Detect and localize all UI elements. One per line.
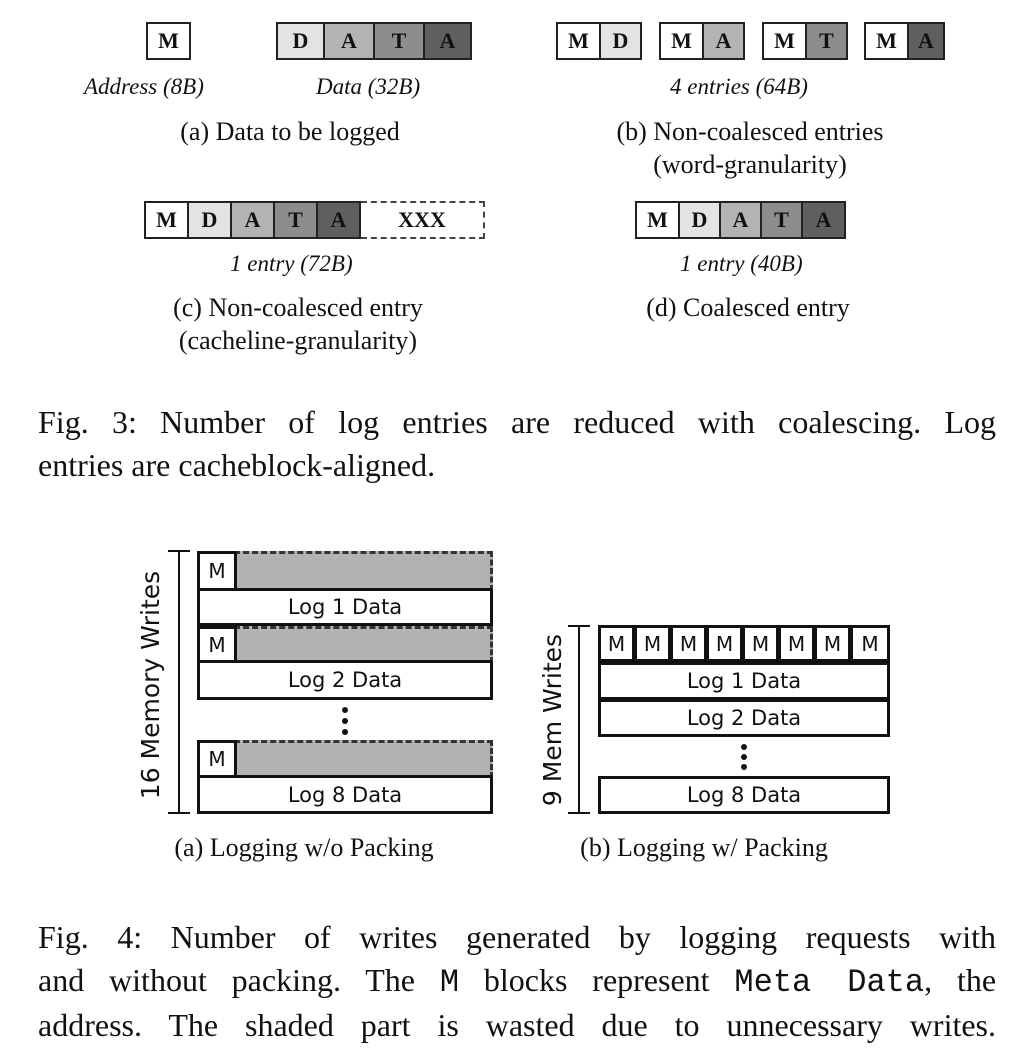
fig4b-row-log2: Log 2 Data (598, 699, 890, 737)
fig4-caption-line1: Fig. 4: Number of writes generated by lo… (38, 919, 996, 955)
fig4-caption-line3: address. The shaded part is wasted due t… (38, 1007, 996, 1043)
fig4b-ellipsis-dot (741, 764, 747, 770)
fig4-caption-text: , the (924, 962, 997, 998)
fig4a-wasted-2 (234, 626, 493, 663)
fig3d-cell-a: A (719, 201, 762, 239)
fig4b-meta-2: M (634, 625, 671, 662)
fig4a-bracket (178, 551, 180, 813)
fig3b-size-label: 4 entries (64B) (670, 74, 808, 99)
fig4-caption-text: blocks represent (459, 962, 735, 998)
fig4b-ellipsis-dot (741, 754, 747, 760)
fig4b-meta-1: M (598, 625, 635, 662)
fig3d-size-label: 1 entry (40B) (680, 251, 803, 276)
fig4a-ellipsis-dot (342, 707, 348, 713)
fig3b-entry2-meta: M (659, 22, 704, 60)
fig3c-cell-m: M (144, 201, 189, 239)
fig3c-cell-d: D (187, 201, 232, 239)
fig3c-padding-cell: XXX (361, 201, 485, 239)
fig4a-meta-2: M (197, 626, 237, 663)
fig3d-cell-a2: A (801, 201, 846, 239)
fig3d-caption: (d) Coalesced entry (646, 293, 850, 322)
fig4a-bracket-bottom (168, 812, 190, 814)
fig3c-cell-a: A (230, 201, 275, 239)
fig4a-row-log8: Log 8 Data (197, 775, 493, 814)
fig3c-cell-t: T (273, 201, 318, 239)
fig3a-data-label: Data (32B) (316, 74, 421, 99)
fig4-caption: Fig. 4: Number of writes generated by lo… (38, 916, 996, 1047)
fig4b-row-log1: Log 1 Data (598, 662, 890, 700)
fig3b-entry1-meta: M (556, 22, 601, 60)
fig3a-caption: (a) Data to be logged (180, 117, 400, 146)
fig3b-caption-line1: (b) Non-coalesced entries (616, 117, 884, 146)
fig3a-data-cell-d: D (276, 22, 325, 60)
fig4b-row-log8: Log 8 Data (598, 776, 890, 814)
fig4a-row-log2: Log 2 Data (197, 660, 493, 700)
fig4a-meta-8: M (197, 740, 237, 778)
fig4-caption-line2: and without packing. The M blocks repres… (38, 959, 996, 1004)
fig3b-entry4-data: A (907, 22, 945, 60)
fig4b-caption: (b) Logging w/ Packing (580, 833, 828, 862)
fig3b-entry3-meta: M (762, 22, 807, 60)
fig3a-data-cell-a: A (323, 22, 375, 60)
fig4b-ellipsis-dot (741, 744, 747, 750)
fig3d-cell-d: D (678, 201, 721, 239)
fig3b-entry1-data: D (599, 22, 642, 60)
fig4b-meta-4: M (706, 625, 743, 662)
fig4-caption-text: and without packing. The (38, 962, 440, 998)
fig3b-entry2-data: A (702, 22, 745, 60)
fig4a-wasted-1 (234, 551, 493, 591)
fig3a-address-cell: M (146, 22, 191, 60)
fig3c-caption-line2: (cacheline-granularity) (178, 326, 418, 355)
fig4a-ellipsis-dot (342, 718, 348, 724)
fig4a-caption: (a) Logging w/o Packing (174, 833, 434, 862)
fig4a-meta-1: M (197, 551, 237, 591)
fig3a-data-cell-a2: A (423, 22, 472, 60)
fig3a-address-label: Address (8B) (84, 74, 204, 99)
fig4a-row-log1: Log 1 Data (197, 588, 493, 626)
fig4a-axis-label: 16 Memory Writes (136, 570, 165, 800)
fig4b-meta-5: M (742, 625, 779, 662)
fig4b-meta-3: M (670, 625, 707, 662)
fig3d-cell-t: T (760, 201, 803, 239)
fig4b-bracket-bottom (568, 812, 590, 814)
fig3c-size-label: 1 entry (72B) (230, 251, 353, 276)
fig3-caption: Fig. 3: Number of log entries are reduce… (38, 401, 996, 487)
fig3d-cell-m: M (635, 201, 680, 239)
fig4b-axis-label: 9 Mem Writes (538, 633, 567, 807)
fig3c-cell-a2: A (316, 201, 361, 239)
fig4a-ellipsis-dot (342, 729, 348, 735)
fig3b-caption-line2: (word-granularity) (653, 150, 847, 179)
fig4b-bracket (578, 626, 580, 813)
fig3-caption-line1: Fig. 3: Number of log entries are reduce… (38, 404, 996, 440)
fig3c-caption-line1: (c) Non-coalesced entry (173, 293, 423, 322)
fig3b-entry3-data: T (805, 22, 848, 60)
fig4a-wasted-8 (234, 740, 493, 778)
fig4b-meta-7: M (814, 625, 851, 662)
fig4-caption-code-metadata: Meta Data (734, 964, 925, 1001)
fig3b-entry4-meta: M (864, 22, 909, 60)
fig3a-data-cell-t: T (373, 22, 425, 60)
fig3-caption-line2: entries are cacheblock-aligned. (38, 447, 436, 483)
fig4-caption-code-m: M (439, 964, 460, 1001)
fig4b-meta-6: M (778, 625, 815, 662)
fig4b-meta-8: M (850, 625, 890, 662)
